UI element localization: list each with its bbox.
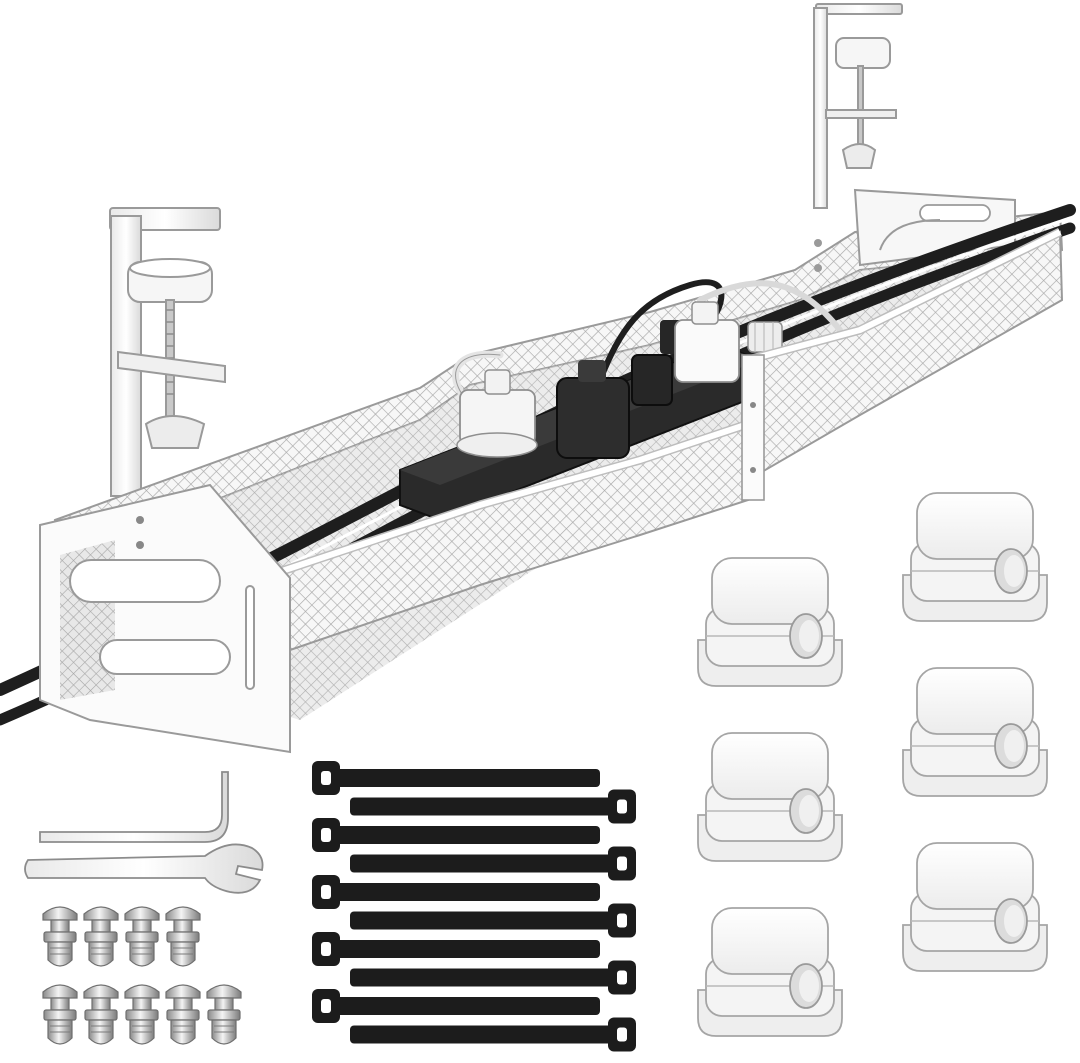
velcro-strap-8 — [350, 960, 636, 995]
velcro-straps — [312, 761, 636, 1052]
bolt-6 — [83, 984, 119, 1045]
cable-clip-3 — [697, 732, 843, 862]
velcro-strap-3 — [312, 818, 600, 852]
bolt-3 — [124, 906, 160, 967]
charger-white — [674, 301, 740, 383]
bolt-4 — [165, 906, 201, 967]
bolt-8 — [165, 984, 201, 1045]
plug-white-round — [456, 369, 538, 458]
desk-clamp-front — [109, 207, 226, 497]
velcro-strap-2 — [350, 789, 636, 824]
velcro-strap-9 — [312, 989, 600, 1023]
velcro-strap-1 — [312, 761, 600, 795]
mesh-cable-tray — [0, 188, 1076, 754]
open-end-wrench — [24, 843, 264, 894]
bolts — [42, 906, 242, 1045]
bolt-5 — [42, 984, 78, 1045]
velcro-strap-6 — [350, 903, 636, 938]
allen-wrench — [39, 771, 229, 843]
cable-clip-6 — [902, 842, 1048, 972]
desk-clamp-rear — [813, 3, 903, 209]
bolt-2 — [83, 906, 119, 967]
velcro-strap-7 — [312, 932, 600, 966]
velcro-strap-10 — [350, 1017, 636, 1052]
bolt-9 — [206, 984, 242, 1045]
charger-black — [556, 360, 630, 459]
power-strip — [399, 301, 783, 522]
cable-clips — [697, 492, 1048, 1037]
velcro-strap-5 — [312, 875, 600, 909]
cable-clip-5 — [697, 907, 843, 1037]
bolt-7 — [124, 984, 160, 1045]
bolt-1 — [42, 906, 78, 967]
tray-end-plate-left — [39, 483, 291, 754]
plug-grey — [747, 321, 783, 353]
velcro-strap-4 — [350, 846, 636, 881]
cable-clip-1 — [697, 557, 843, 687]
cable-clip-2 — [902, 492, 1048, 622]
cable-clip-4 — [902, 667, 1048, 797]
